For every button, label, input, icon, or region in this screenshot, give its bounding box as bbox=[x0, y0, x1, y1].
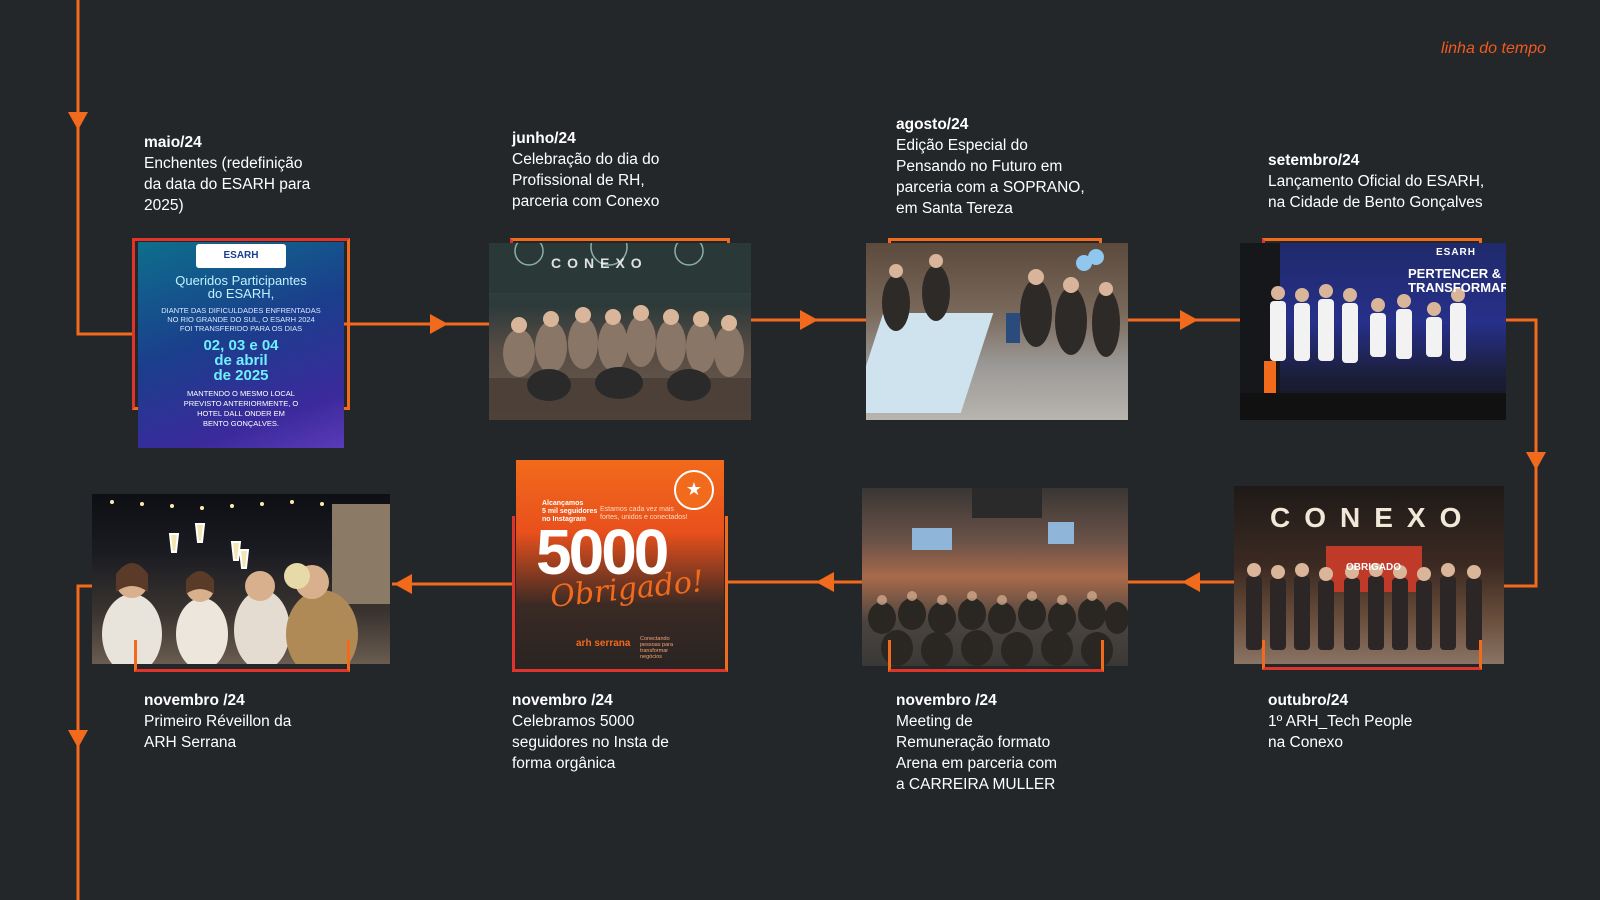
item-date: novembro /24 bbox=[896, 692, 997, 709]
item-description: Lançamento Oficial do ESARH, na Cidade d… bbox=[1268, 173, 1485, 211]
arrow-down-icon bbox=[68, 112, 88, 130]
arrow-right-icon bbox=[1180, 310, 1198, 330]
item-description: Primeiro Réveillon da ARH Serrana bbox=[144, 713, 292, 751]
arrow-left-icon bbox=[394, 574, 412, 594]
connector-end bbox=[76, 584, 92, 900]
item-6-photo-art bbox=[868, 488, 1128, 666]
esarh-logo: ESARH bbox=[196, 244, 286, 268]
timeline-item-3-text: agosto/24 Edição Especial do Pensando no… bbox=[896, 114, 1085, 219]
item-3-photo-art bbox=[866, 249, 1120, 413]
item-4-photo-art bbox=[1240, 243, 1506, 420]
star-badge-icon: ★ bbox=[674, 470, 714, 510]
arrow-down-icon bbox=[1526, 452, 1546, 470]
timeline-item-5-text: outubro/24 1º ARH_Tech People na Conexo bbox=[1268, 690, 1412, 753]
item-7-frame bbox=[512, 516, 728, 672]
timeline-item-4-text: setembro/24 Lançamento Oficial do ESARH,… bbox=[1268, 150, 1484, 213]
item-8-photo bbox=[92, 494, 390, 664]
poster-notice: DIANTE DAS DIFICULDADES ENFRENTADAS NO R… bbox=[161, 306, 321, 333]
item-2-photo-art bbox=[489, 243, 751, 420]
item-6-frame bbox=[888, 640, 1104, 672]
item-description: Edição Especial do Pensando no Futuro em… bbox=[896, 137, 1085, 217]
slide-title: linha do tempo bbox=[1441, 40, 1546, 57]
item-8-photo-art bbox=[102, 500, 390, 664]
item-5-photo-art bbox=[1246, 546, 1482, 650]
insta-top-left: Alcançamos 5 mil seguidores no Instagram bbox=[542, 500, 598, 523]
arrow-left-icon bbox=[816, 572, 834, 592]
item-description: Meeting de Remuneração formato Arena em … bbox=[896, 713, 1058, 793]
item-date: novembro /24 bbox=[512, 692, 613, 709]
item-date: agosto/24 bbox=[896, 116, 969, 133]
timeline-item-2-text: junho/24 Celebração do dia do Profission… bbox=[512, 128, 659, 212]
item-5-frame bbox=[1262, 640, 1482, 670]
item-5-photo: CONEXO OBRIGADO bbox=[1234, 486, 1504, 664]
item-date: outubro/24 bbox=[1268, 692, 1349, 709]
esarh-sign: ESARH bbox=[1436, 247, 1477, 258]
item-description: Enchentes (redefinição da data do ESARH … bbox=[144, 155, 311, 214]
poster-headline: Queridos Participantes do ESARH, bbox=[175, 273, 307, 301]
item-date: novembro /24 bbox=[144, 692, 245, 709]
timeline-item-8-text: novembro /24 Primeiro Réveillon da ARH S… bbox=[144, 690, 291, 753]
pertencer-banner: PERTENCER & TRANSFORMAR bbox=[1408, 266, 1506, 295]
item-description: Celebramos 5000 seguidores no Insta de f… bbox=[512, 713, 669, 772]
item-3-photo bbox=[866, 243, 1128, 420]
insta-top-right: Estamos cada vez mais fortes, unidos e c… bbox=[600, 506, 688, 521]
timeline-item-6-text: novembro /24 Meeting de Remuneração form… bbox=[896, 690, 1057, 795]
item-4-photo: ESARH PERTENCER & TRANSFORMAR bbox=[1240, 243, 1506, 420]
arrow-left-icon bbox=[1182, 572, 1200, 592]
arh-serrana-logo: arh serrana bbox=[576, 638, 631, 649]
connector-start bbox=[76, 0, 134, 336]
item-8-frame bbox=[134, 640, 350, 672]
item-1-poster: ESARH Queridos Participantes do ESARH, D… bbox=[138, 242, 344, 448]
poster-footer: MANTENDO O MESMO LOCAL PREVISTO ANTERIOR… bbox=[183, 389, 299, 428]
timeline-item-1-text: maio/24 Enchentes (redefinição da data d… bbox=[144, 132, 310, 216]
item-date: junho/24 bbox=[512, 130, 576, 147]
item-date: maio/24 bbox=[144, 134, 202, 151]
item-date: setembro/24 bbox=[1268, 152, 1360, 169]
item-7-insta-card: ★ Alcançamos 5 mil seguidores no Instagr… bbox=[516, 460, 724, 667]
item-description: Celebração do dia do Profissional de RH,… bbox=[512, 151, 660, 210]
arrow-right-icon bbox=[800, 310, 818, 330]
item-description: 1º ARH_Tech People na Conexo bbox=[1268, 713, 1413, 751]
insta-tagline: Conectando pessoas para transformar negó… bbox=[640, 636, 674, 660]
obrigado-screen: OBRIGADO bbox=[1346, 562, 1401, 573]
conexo-sign: CONEXO bbox=[1270, 502, 1476, 533]
item-6-photo bbox=[862, 488, 1128, 666]
poster-dates: 02, 03 e 04 de abril de 2025 bbox=[203, 337, 279, 384]
item-2-photo: CONEXO bbox=[489, 243, 751, 420]
insta-number: 5000 bbox=[536, 516, 669, 588]
arrow-down-icon bbox=[68, 730, 88, 748]
arrow-right-icon bbox=[430, 314, 448, 334]
timeline-item-7-text: novembro /24 Celebramos 5000 seguidores … bbox=[512, 690, 669, 774]
conexo-sign: CONEXO bbox=[551, 255, 648, 271]
